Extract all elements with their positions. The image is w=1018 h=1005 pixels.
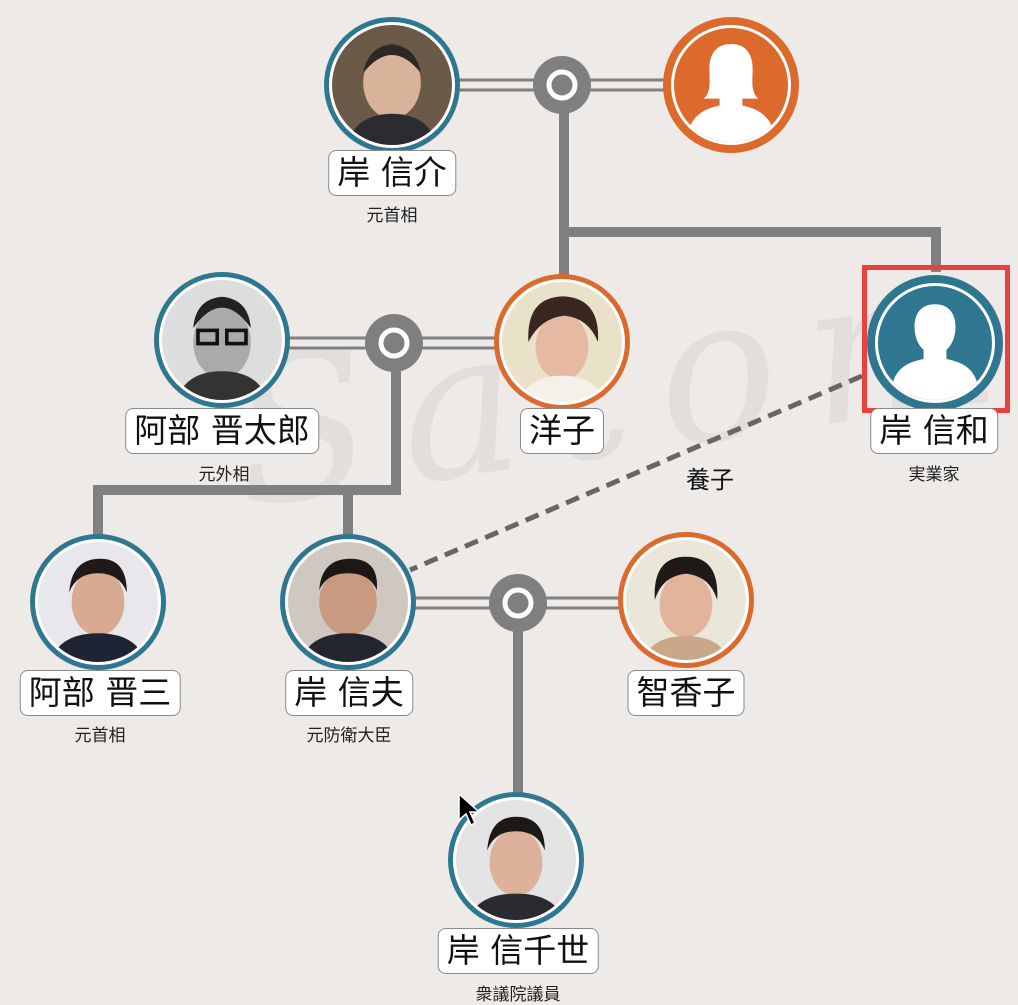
person-name-label: 阿部 晋太郎 [125, 408, 319, 454]
person-photo-nobuo[interactable] [280, 534, 416, 670]
person-photo-yoko[interactable] [494, 274, 630, 410]
marriage-icon [365, 314, 423, 372]
person-name-label: 岸 信夫 [285, 670, 413, 716]
person-photo-shinzo[interactable] [30, 534, 166, 670]
descent-lines [93, 110, 941, 798]
person-title: 実業家 [908, 465, 960, 485]
selection-highlight [862, 265, 1010, 413]
person-title: 元外相 [198, 465, 250, 485]
person-name-label: 阿部 晋三 [19, 670, 181, 716]
person-title: 元首相 [74, 726, 126, 746]
adoption-label: 養子 [686, 466, 734, 494]
female-silhouette-icon[interactable] [663, 17, 799, 153]
person-title: 元防衛大臣 [306, 726, 392, 746]
person-photo-nobuchiyo[interactable] [448, 792, 584, 928]
person-name-label: 岸 信介 [328, 150, 456, 196]
marriage-icon [533, 56, 591, 114]
marriage-icon [489, 574, 547, 632]
adoption-dashed-line [409, 373, 863, 573]
person-name-label: 岸 信和 [870, 408, 998, 454]
mouse-cursor-icon [458, 793, 480, 827]
male-silhouette-icon[interactable] [867, 275, 1003, 411]
person-name-label: 岸 信千世 [437, 928, 599, 974]
person-photo-nobusuke[interactable] [324, 17, 460, 153]
person-title: 元首相 [366, 206, 418, 226]
person-name-label: 智香子 [627, 670, 745, 716]
person-photo-shintaro[interactable] [154, 272, 290, 408]
person-title: 衆議院議員 [475, 985, 561, 1005]
person-name-label: 洋子 [520, 408, 604, 454]
person-photo-chikako[interactable] [618, 532, 754, 668]
